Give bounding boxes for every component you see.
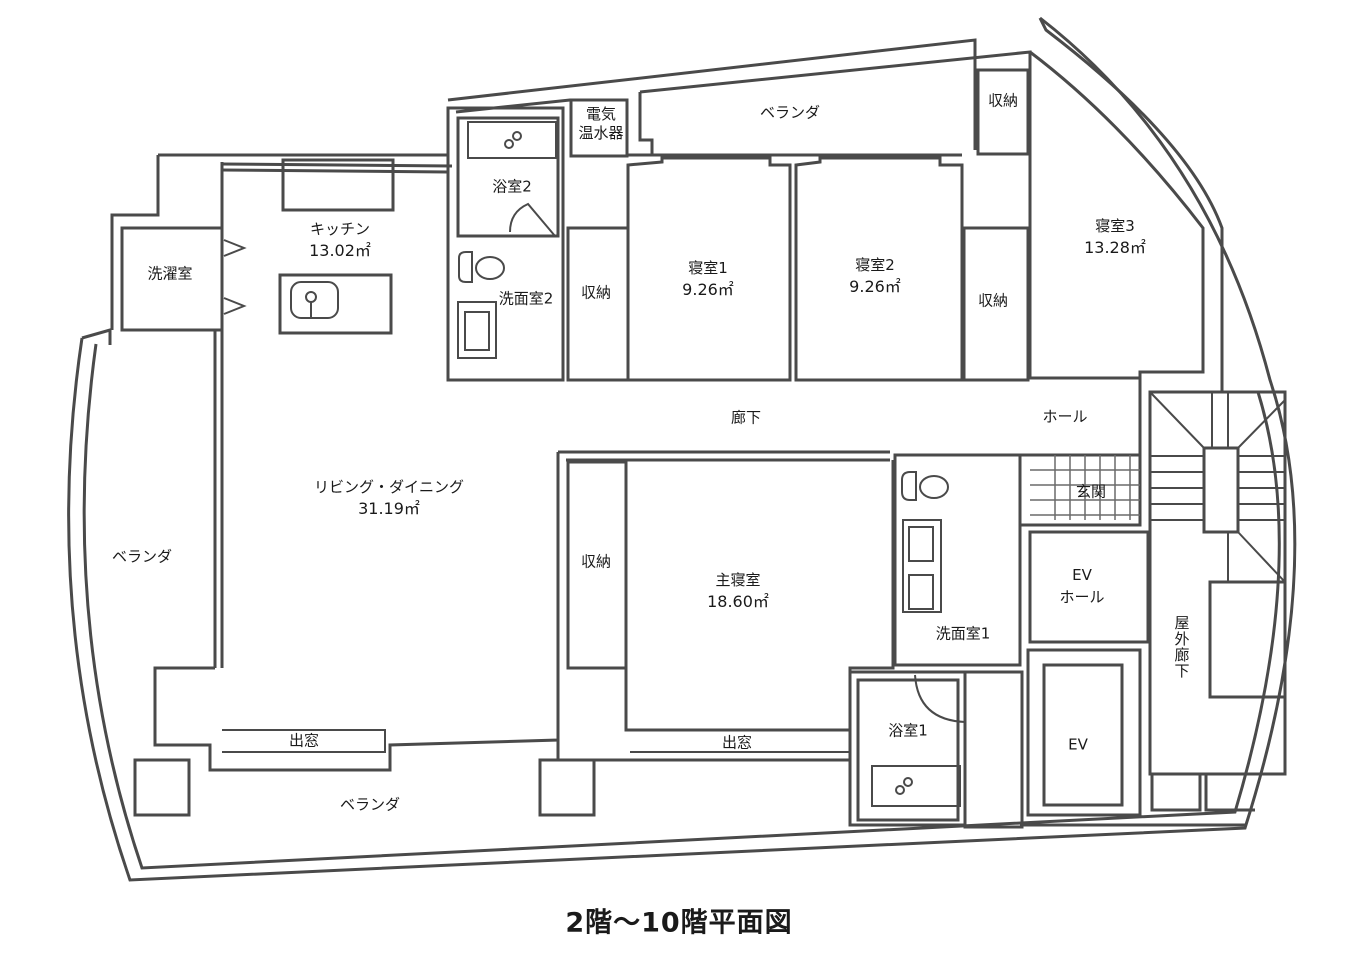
hall: ホール: [1042, 407, 1088, 426]
room-washroom2: 洗面室2: [498, 289, 554, 308]
room-bedroom2: 寝室2 9.26㎡: [849, 255, 901, 297]
room-bedroom3: 寝室3 13.28㎡: [1084, 216, 1146, 258]
stair-walls: [1148, 390, 1287, 812]
room-bathroom2: 浴室2: [492, 177, 532, 196]
room-area: 13.28㎡: [1084, 238, 1146, 257]
room-living-dining: リビング・ダイニング 31.19㎡: [314, 477, 464, 519]
room-bedroom1: 寝室1 9.26㎡: [682, 258, 734, 300]
core-walls: [1018, 453, 1245, 827]
room-name: 寝室1: [688, 259, 728, 277]
room-laundry: 洗濯室: [147, 264, 193, 283]
bay-window-right: 出窓: [721, 733, 753, 752]
bedrooms-walls: [626, 50, 1205, 470]
room-area: 31.19㎡: [358, 499, 420, 518]
room-master-bedroom: 主寝室 18.60㎡: [707, 570, 769, 612]
outdoor-corridor: 屋外廊下: [1172, 615, 1191, 679]
room-kitchen: キッチン 13.02㎡: [309, 219, 371, 261]
room-name: リビング・ダイニング: [313, 478, 465, 496]
storage-3: 収納: [987, 91, 1019, 110]
room-bathroom1: 浴室1: [888, 721, 928, 740]
veranda-bottom: ベランダ: [339, 795, 401, 814]
kitchen-block-walls: [110, 153, 453, 668]
room-name: 寝室2: [855, 256, 895, 274]
room-name: 寝室3: [1095, 217, 1135, 235]
elevator: EV: [1068, 735, 1088, 754]
room-name: キッチン: [309, 220, 371, 238]
veranda-left: ベランダ: [111, 547, 173, 566]
room-area: 9.26㎡: [849, 277, 901, 296]
corridor: 廊下: [730, 408, 762, 427]
room-name: 主寝室: [715, 571, 761, 589]
room-area: 13.02㎡: [309, 241, 371, 260]
veranda-top: ベランダ: [759, 103, 821, 122]
outer-boundary: [67, 16, 1297, 882]
room-water-heater: 電気温水器: [578, 105, 624, 142]
storage-1: 収納: [580, 283, 612, 302]
entrance-tile-grid: [1030, 455, 1140, 520]
storage-4: 収納: [580, 552, 612, 571]
plan-caption: 2階〜10階平面図: [565, 907, 793, 939]
washroom1-walls: [848, 453, 1024, 829]
bath2-block-walls: [446, 98, 630, 382]
room-area: 9.26㎡: [682, 280, 734, 299]
top-veranda-walls: [447, 38, 1032, 157]
room-area: 18.60㎡: [707, 592, 769, 611]
entrance: 玄関: [1075, 482, 1107, 501]
bay-window-left: 出窓: [288, 731, 320, 750]
room-washroom1: 洗面室1: [935, 624, 991, 643]
storage-2: 収納: [977, 291, 1009, 310]
